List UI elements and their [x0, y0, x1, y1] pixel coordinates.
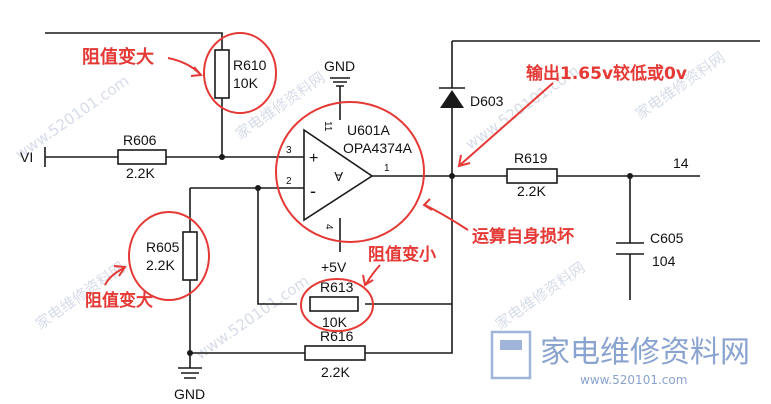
note-output: 输出1.65v较低或0v: [526, 63, 687, 84]
gnd-bottom-symbol: [178, 367, 202, 379]
plus5v-label: +5V: [321, 259, 347, 275]
arrow-r613: [365, 264, 381, 285]
r619-ref: R619: [514, 150, 548, 166]
pin-1-label: 1: [384, 163, 390, 174]
r619-value: 2.2K: [517, 183, 546, 199]
u601-part: OPA4374A: [343, 140, 413, 156]
opamp-u601a: [303, 128, 374, 222]
note-opamp: 运算自身损坏: [472, 226, 574, 247]
net-14-label: 14: [673, 155, 689, 171]
d603-ref: D603: [470, 93, 504, 109]
r613-value: 10K: [322, 314, 348, 330]
junction-dot: [187, 350, 193, 356]
diode-d603: [440, 90, 464, 108]
logo-brand-text: 家电维修资料网: [540, 335, 750, 370]
gnd-bottom-label: GND: [174, 386, 205, 402]
wires: [44, 32, 760, 368]
r606-value: 2.2K: [126, 165, 155, 181]
resistor-r619: [506, 168, 558, 184]
junctions: [187, 154, 633, 356]
opamp-plus-sign: +: [309, 150, 318, 167]
logo-mark: [490, 330, 532, 380]
note-r613: 阻值变小: [368, 244, 436, 265]
watermark-text-7: 家电维修资料网: [492, 258, 588, 333]
r616-value: 2.2K: [321, 364, 350, 380]
r605-value: 2.2K: [146, 257, 175, 273]
gnd-top-symbol: [330, 77, 350, 87]
c605-value: 104: [652, 253, 676, 269]
r610-ref: R610: [233, 57, 267, 73]
resistor-r610: [214, 49, 230, 99]
resistor-r616: [304, 345, 366, 361]
junction-dot: [219, 154, 225, 160]
note-r610: 阻值变大: [82, 46, 154, 68]
junction-dot: [627, 173, 633, 179]
pin-2-label: 2: [286, 176, 292, 187]
pin-4-label: 4: [323, 224, 334, 230]
capacitor-c605: [616, 242, 644, 255]
highlight-circle-r605: [128, 211, 210, 301]
c605-ref: C605: [650, 230, 684, 246]
highlight-circle-opamp: [275, 101, 425, 243]
resistor-r605: [182, 231, 198, 281]
r613-ref: R613: [320, 279, 354, 295]
r616-ref: R616: [320, 328, 354, 344]
highlight-circle-r613: [300, 278, 374, 332]
watermark-logo: 家电维修资料网 www.520101.com: [490, 330, 750, 387]
junction-dot: [255, 185, 261, 191]
opamp-minus-sign: -: [310, 181, 316, 201]
resistor-r613: [309, 296, 359, 312]
r610-value: 10K: [233, 75, 259, 91]
r605-ref: R605: [146, 239, 180, 255]
arrow-r605-head: [113, 265, 127, 277]
arrow-r610-head: [190, 66, 204, 77]
pin-11-label: 11: [322, 121, 333, 132]
watermark-text-6: www.520101.com: [192, 272, 312, 364]
logo-mark-inner: [500, 340, 522, 350]
annotation-marks: [104, 32, 554, 332]
watermark-text-4: 家电维修资料网: [632, 48, 728, 123]
opamp-unit-letter: A: [334, 169, 343, 184]
r606-ref: R606: [123, 132, 157, 148]
arrow-opamp-head: [422, 198, 433, 211]
logo-url-text: www.520101.com: [580, 373, 687, 387]
vi-label: VI: [20, 149, 33, 165]
wire-r613-left: [257, 188, 297, 305]
junction-dot: [449, 173, 455, 179]
arrow-r605: [104, 267, 125, 286]
pin-3-label: 3: [286, 145, 292, 156]
arrow-r610: [167, 57, 201, 75]
arrow-output: [459, 82, 554, 166]
arrow-output-head: [457, 154, 471, 168]
wire-r616-right: [365, 176, 453, 354]
highlight-circle-r610: [203, 32, 277, 114]
note-r605: 阻值变大: [85, 290, 153, 311]
arrow-r613-head: [362, 274, 374, 287]
wire-top-rail: [45, 32, 223, 50]
resistor-r606: [117, 149, 167, 165]
u601-ref: U601A: [347, 122, 390, 138]
gnd-top-label: GND: [324, 58, 355, 74]
